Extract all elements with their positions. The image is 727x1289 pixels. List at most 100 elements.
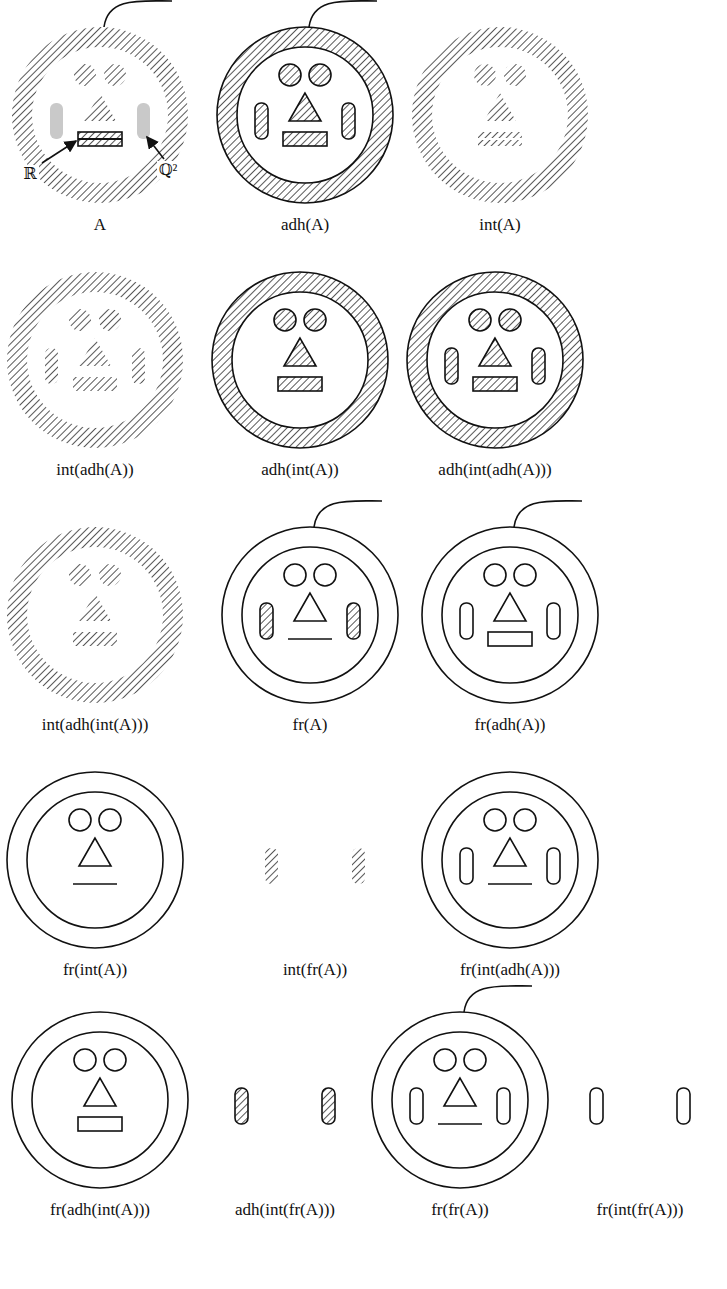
panel-caption: adh(A) <box>281 215 329 235</box>
mouth-line <box>78 138 122 140</box>
mouth-line <box>73 883 117 885</box>
panel-caption: adh(int(fr(A))) <box>235 1200 335 1220</box>
panel-caption: fr(adh(A)) <box>475 715 546 735</box>
cheek <box>590 1088 603 1124</box>
panel-caption: adh(int(adh(A))) <box>438 460 551 480</box>
face-ring <box>217 27 393 203</box>
panel-caption: int(adh(int(A))) <box>42 715 149 735</box>
cheek <box>255 103 268 139</box>
inner-circle <box>442 547 578 683</box>
eye <box>309 64 331 86</box>
cheek <box>497 1088 510 1124</box>
leader-arrow <box>147 137 164 159</box>
eye <box>274 309 296 331</box>
cheek <box>410 1088 423 1124</box>
inner-circle <box>442 792 578 928</box>
nose-triangle <box>289 93 321 121</box>
cheek <box>547 848 560 884</box>
tail-curve <box>464 986 532 1012</box>
cheek <box>532 348 545 384</box>
mouth-rect <box>78 132 122 146</box>
panel-caption: int(adh(A)) <box>56 460 133 480</box>
eye <box>304 309 326 331</box>
mouth-rect <box>478 132 522 146</box>
face-ring <box>12 27 188 203</box>
face-ring <box>7 272 183 448</box>
outer-circle <box>422 772 598 948</box>
panel-caption: A <box>94 215 106 235</box>
cheek <box>677 1088 690 1124</box>
inner-circle <box>27 792 163 928</box>
mouth-rect <box>473 377 517 391</box>
cheek <box>460 848 473 884</box>
eye <box>504 64 526 86</box>
tail-curve <box>104 1 172 27</box>
eye <box>434 1049 456 1071</box>
mouth-gap <box>478 138 522 140</box>
cheek <box>265 848 278 884</box>
mouth-rect <box>73 377 117 391</box>
eye <box>99 809 121 831</box>
cheek <box>132 348 145 384</box>
leader-arrow <box>42 141 76 163</box>
panel-caption: adh(int(A)) <box>261 460 338 480</box>
eye <box>284 564 306 586</box>
callout-label: ℚ² <box>157 161 180 179</box>
nose-triangle <box>84 1078 116 1106</box>
mouth-line <box>288 638 332 640</box>
cheek <box>342 103 355 139</box>
panel-caption: fr(int(fr(A))) <box>597 1200 684 1220</box>
panel-caption: fr(int(A)) <box>63 960 127 980</box>
nose-triangle <box>479 338 511 366</box>
eye <box>74 1049 96 1071</box>
inner-circle <box>242 547 378 683</box>
eye <box>74 64 96 86</box>
face-ring <box>212 272 388 448</box>
mouth-rect <box>78 1117 122 1131</box>
outer-circle <box>422 527 598 703</box>
cheek <box>352 848 365 884</box>
cheek <box>547 603 560 639</box>
nose-triangle <box>79 838 111 866</box>
outer-circle <box>372 1012 548 1188</box>
eye <box>279 64 301 86</box>
eye <box>69 309 91 331</box>
mouth-rect <box>73 632 117 646</box>
cheek <box>50 103 63 139</box>
face-ring <box>412 27 588 203</box>
mouth-line <box>438 1123 482 1125</box>
outer-circle <box>12 1012 188 1188</box>
eye <box>484 564 506 586</box>
eye <box>69 809 91 831</box>
face-ring <box>407 272 583 448</box>
cheek <box>137 103 150 139</box>
mouth-rect <box>488 632 532 646</box>
eye <box>314 564 336 586</box>
cheek <box>260 603 273 639</box>
eye <box>474 64 496 86</box>
panel-caption: fr(adh(int(A))) <box>50 1200 150 1220</box>
eye <box>484 809 506 831</box>
eye <box>99 309 121 331</box>
panel-caption: int(fr(A)) <box>283 960 347 980</box>
tail-curve <box>514 501 582 527</box>
cheek <box>45 348 58 384</box>
outer-circle <box>222 527 398 703</box>
callout-label: ℝ <box>21 165 38 183</box>
nose-triangle <box>494 593 526 621</box>
nose-triangle <box>294 593 326 621</box>
nose-triangle <box>79 338 111 366</box>
eye <box>104 64 126 86</box>
eye <box>514 809 536 831</box>
nose-triangle <box>494 838 526 866</box>
mouth-line <box>488 883 532 885</box>
nose-triangle <box>84 93 116 121</box>
nose-triangle <box>484 93 516 121</box>
cheek <box>322 1088 335 1124</box>
mouth-rect <box>283 132 327 146</box>
panel-caption: fr(int(adh(A))) <box>460 960 560 980</box>
cheek <box>347 603 360 639</box>
eye <box>99 564 121 586</box>
panel-caption: int(A) <box>479 215 521 235</box>
